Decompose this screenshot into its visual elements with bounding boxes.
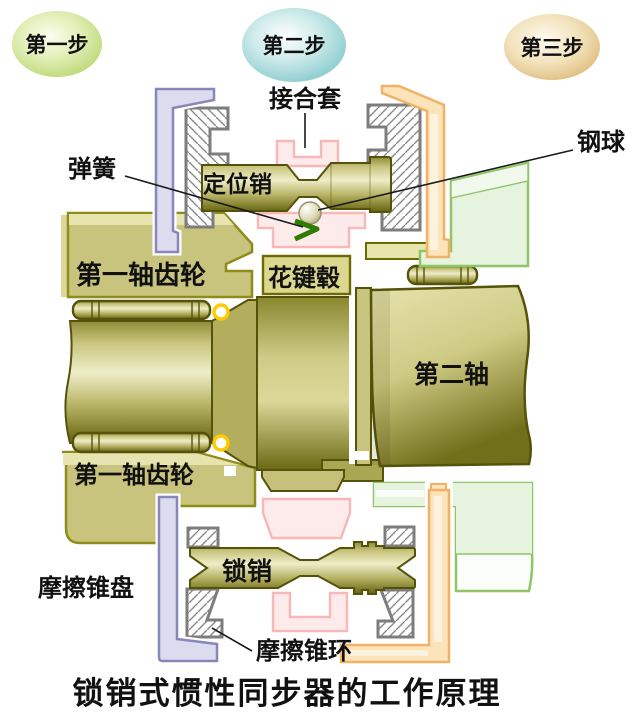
spring-label: 弹簧 xyxy=(68,155,116,183)
spline-hub-label-box xyxy=(261,254,352,296)
part-labels: 定位销 第一轴齿轮 花键毂 第二轴 第一轴齿轮 锁销 xyxy=(74,171,489,586)
spring-symbol xyxy=(293,218,320,242)
friction-ring-lower-right-bottom xyxy=(376,588,415,639)
bearing-rollers xyxy=(71,264,479,454)
roller-pin-circle-upper xyxy=(212,303,230,321)
roller-lower xyxy=(71,431,212,454)
lock-pin-label: 锁销 xyxy=(222,557,272,586)
spline-hub-label: 花键毂 xyxy=(268,264,340,292)
roller-lower-rings xyxy=(91,433,200,452)
first-shaft-gear-upper-label: 第一轴齿轮 xyxy=(76,260,206,291)
step1-oval xyxy=(12,11,102,77)
friction-cone-disc-upper xyxy=(152,85,218,256)
gear-lower-highlight xyxy=(63,453,240,465)
first-shaft-gear-lower-label: 第一轴齿轮 xyxy=(74,461,194,489)
sleeve-label: 接合套 xyxy=(269,85,342,113)
green-lower-fill xyxy=(374,483,532,554)
purple-upper-body xyxy=(154,87,216,254)
step2-label: 第二步 xyxy=(263,34,326,58)
second-shaft-edge-shade xyxy=(372,289,390,465)
roller-upper-rings xyxy=(91,301,200,319)
second-shaft-body xyxy=(369,284,533,468)
friction-cone-disc-lower xyxy=(155,493,221,665)
roller-right xyxy=(406,264,479,286)
spline-hub-body xyxy=(256,296,351,471)
friction-cone-ring-label: 摩擦锥环 xyxy=(256,637,352,665)
step1-label: 第一步 xyxy=(26,33,89,57)
positioning-pin-edges xyxy=(330,157,371,212)
step2-oval xyxy=(242,8,346,82)
step-badge-3: 第三步 xyxy=(504,14,600,80)
lock-pin-body xyxy=(189,541,416,595)
purple-lower-body xyxy=(157,495,219,663)
positioning-pin-label: 定位销 xyxy=(203,171,272,198)
friction-ring-lower-left-top xyxy=(186,526,220,549)
green-lower-slot-line xyxy=(376,490,424,497)
second-shaft-cap xyxy=(355,287,372,466)
gear-lower-notch xyxy=(224,466,236,476)
sleeve-lower-block xyxy=(261,497,352,540)
orange-lower-inner xyxy=(434,496,442,642)
diagram-title: 锁销式惯性同步器的工作原理 xyxy=(73,676,502,712)
orange-bracket-lower xyxy=(339,483,451,664)
mechanical-parts xyxy=(61,84,534,665)
hub-lower-flange xyxy=(261,469,345,492)
gear-upper-left-face xyxy=(61,215,68,297)
step-badge-1: 第一步 xyxy=(12,11,102,77)
shaft-gap xyxy=(349,289,356,464)
first-shaft xyxy=(64,320,213,444)
steel-ball xyxy=(298,201,322,225)
step-badges: 第一步 第二步 第三步 xyxy=(12,8,600,82)
green-cone-upper xyxy=(418,161,530,268)
friction-cone-disc-label: 摩擦锥盘 xyxy=(38,574,134,602)
steel-ball-label: 钢球 xyxy=(577,128,626,156)
steel-ball-leader-line xyxy=(317,149,574,211)
sleeve-upper-u xyxy=(275,139,340,168)
spring-leader-line xyxy=(124,175,304,228)
friction-ring-lower-right-top xyxy=(383,525,416,548)
roller-right-rings xyxy=(416,266,469,284)
orange-lower-foot-inner xyxy=(348,650,428,656)
step3-oval xyxy=(504,14,600,80)
callouts: 接合套 钢球 弹簧 摩擦锥盘 摩擦锥环 xyxy=(38,85,626,665)
second-shaft-label: 第二轴 xyxy=(414,360,489,389)
roller-upper xyxy=(71,299,212,321)
roller-pin-circle-lower xyxy=(212,434,230,452)
sleeve-lower-u xyxy=(271,591,349,633)
green-upper-strip xyxy=(450,162,529,199)
second-shaft-notch xyxy=(353,451,369,460)
step-badge-2: 第二步 xyxy=(242,8,346,82)
second-shaft xyxy=(349,284,533,468)
friction-cone-ring-leader-line xyxy=(211,627,253,652)
positioning-pin xyxy=(201,156,392,213)
step3-label: 第三步 xyxy=(521,36,584,60)
